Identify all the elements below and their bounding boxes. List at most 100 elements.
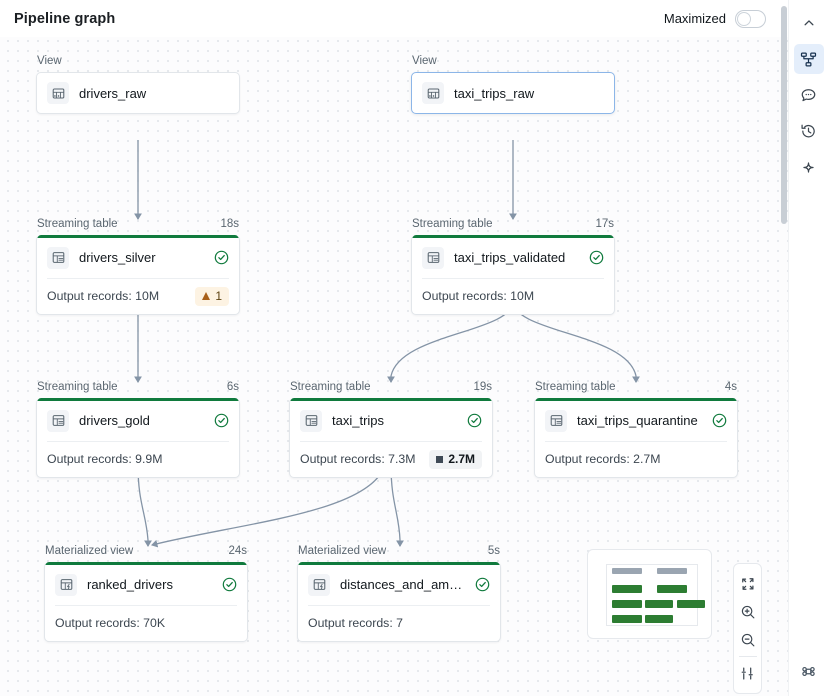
minimap-node-rect: [612, 568, 642, 574]
toggle-knob: [737, 11, 751, 26]
node-card[interactable]: drivers_gold Output records: 9.9M: [36, 398, 240, 478]
node-type-label: View: [412, 55, 437, 67]
node-name: drivers_gold: [79, 413, 150, 428]
node-card[interactable]: taxi_trips_raw: [411, 72, 615, 114]
node-name: ranked_drivers: [87, 577, 173, 592]
node-card[interactable]: drivers_silver Output records: 10M 1: [36, 235, 240, 315]
header-actions: Maximized: [663, 9, 774, 28]
node-type-label: View: [37, 55, 62, 67]
minimap-node-rect: [645, 600, 673, 608]
minimap-node-rect: [657, 568, 687, 574]
node-meta: Streaming table 19s: [289, 381, 493, 398]
scrollbar-thumb[interactable]: [781, 6, 787, 224]
minimap[interactable]: [587, 549, 712, 639]
node-ranked-drivers[interactable]: Materialized view 24s ranked_drivers: [44, 545, 248, 642]
card-divider: [55, 604, 237, 606]
sparkle-icon[interactable]: [794, 152, 824, 182]
node-name: distances_and_amounts_b...: [340, 577, 465, 592]
node-type-label: Streaming table: [37, 381, 118, 393]
maximized-label: Maximized: [663, 11, 726, 26]
minimap-viewport[interactable]: [606, 564, 705, 626]
warning-badge[interactable]: 1: [195, 286, 229, 306]
zoom-in-icon[interactable]: [734, 598, 762, 626]
node-duration: 19s: [473, 381, 492, 393]
minimap-node-rect: [657, 585, 687, 593]
minimap-node-rect: [612, 585, 642, 593]
node-type-label: Streaming table: [290, 381, 371, 393]
node-type-label: Streaming table: [37, 218, 118, 230]
node-card[interactable]: taxi_trips_validated Output records: 10M: [411, 235, 615, 315]
right-rail: [788, 0, 828, 696]
fit-view-icon[interactable]: [734, 570, 762, 598]
materialized-view-icon: [55, 573, 77, 596]
status-top-bar: [37, 235, 239, 238]
minimap-node-rect: [612, 615, 642, 623]
node-card-footer: Output records: 2.7M: [535, 442, 737, 477]
output-records: Output records: 10M: [422, 289, 535, 303]
status-top-bar: [45, 562, 247, 565]
node-taxi-trips-raw[interactable]: View taxi_trips_raw: [411, 55, 615, 114]
node-meta: Streaming table 6s: [36, 381, 240, 398]
graph-panel: Pipeline graph Maximized: [0, 9, 788, 696]
node-type-label: Materialized view: [45, 545, 134, 557]
success-check-icon: [222, 577, 237, 592]
record-count-badge[interactable]: 2.7M: [429, 449, 482, 469]
node-name: drivers_raw: [79, 85, 147, 101]
streaming-table-icon: [300, 409, 322, 432]
success-check-icon: [214, 413, 229, 428]
sliders-icon[interactable]: [734, 659, 762, 687]
output-records: Output records: 10M: [47, 289, 160, 303]
streaming-table-icon: [545, 409, 567, 432]
node-card-row: distances_and_amounts_b...: [298, 565, 500, 605]
page-title: Pipeline graph: [14, 10, 116, 27]
node-card-row: drivers_gold: [37, 401, 239, 441]
node-taxi-trips-quarantine[interactable]: Streaming table 4s taxi_trips_quarantine: [534, 381, 738, 478]
pipeline-graph-icon[interactable]: [793, 44, 824, 74]
node-name: taxi_trips_quarantine: [577, 413, 698, 428]
node-duration: 17s: [595, 218, 614, 230]
chevron-up-icon[interactable]: [794, 8, 824, 38]
comment-icon[interactable]: [794, 80, 824, 110]
node-card-row: taxi_trips: [290, 401, 492, 441]
node-type-label: Streaming table: [412, 218, 493, 230]
node-meta: Streaming table 4s: [534, 381, 738, 398]
square-marker-icon: [436, 455, 444, 463]
node-taxi-trips[interactable]: Streaming table 19s taxi_trips: [289, 381, 493, 478]
minimap-node-rect: [677, 600, 705, 608]
zoom-out-icon[interactable]: [734, 626, 762, 654]
node-drivers-silver[interactable]: Streaming table 18s drivers_silver: [36, 218, 240, 315]
node-distances-and-amounts[interactable]: Materialized view 5s distances_and_amoun…: [297, 545, 501, 642]
view-table-icon: [422, 82, 444, 104]
controls-divider: [738, 656, 757, 657]
node-card-row: drivers_raw: [37, 73, 239, 113]
node-duration: 18s: [220, 218, 239, 230]
history-icon[interactable]: [794, 116, 824, 146]
node-duration: 4s: [724, 381, 737, 393]
node-drivers-gold[interactable]: Streaming table 6s drivers_gold: [36, 381, 240, 478]
graph-canvas[interactable]: View drivers_raw View: [0, 33, 788, 696]
status-top-bar: [37, 398, 239, 401]
node-card[interactable]: distances_and_amounts_b... Output record…: [297, 562, 501, 642]
node-card-row: taxi_trips_quarantine: [535, 401, 737, 441]
maximized-toggle[interactable]: [735, 9, 766, 28]
node-card-footer: Output records: 7: [298, 606, 500, 641]
node-drivers-raw[interactable]: View drivers_raw: [36, 55, 240, 114]
node-type-label: Streaming table: [535, 381, 616, 393]
panel-scrollbar[interactable]: [781, 6, 787, 690]
node-meta: Streaming table 17s: [411, 218, 615, 235]
command-key-icon[interactable]: [794, 656, 824, 686]
node-card-row: drivers_silver: [37, 238, 239, 278]
node-taxi-trips-validated[interactable]: Streaming table 17s taxi_trips_validated: [411, 218, 615, 315]
node-card[interactable]: ranked_drivers Output records: 70K: [44, 562, 248, 642]
node-card-footer: Output records: 70K: [45, 606, 247, 641]
minimap-node-rect: [612, 600, 642, 608]
node-card-row: taxi_trips_raw: [412, 73, 614, 113]
node-type-label: Materialized view: [298, 545, 387, 557]
node-card[interactable]: drivers_raw: [36, 72, 240, 114]
node-meta: Materialized view 5s: [297, 545, 501, 562]
streaming-table-icon: [47, 409, 69, 432]
node-card[interactable]: taxi_trips_quarantine Output records: 2.…: [534, 398, 738, 478]
node-card[interactable]: taxi_trips Output records: 7.3M 2.7M: [289, 398, 493, 478]
status-top-bar: [290, 398, 492, 401]
